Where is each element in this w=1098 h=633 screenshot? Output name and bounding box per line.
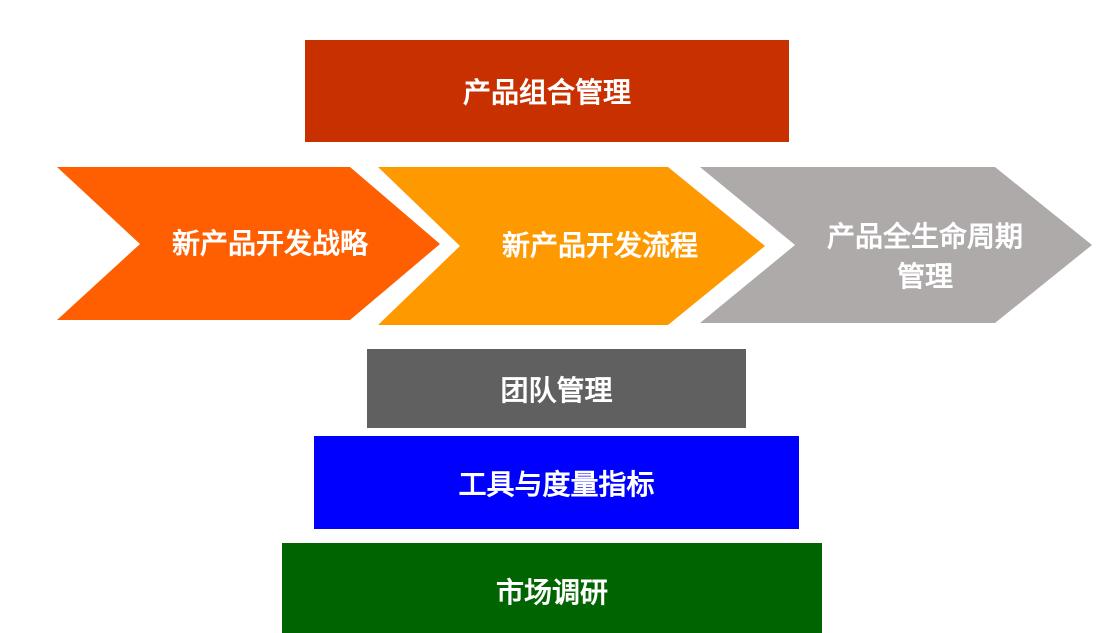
market-research-box: 市场调研	[282, 543, 822, 633]
chevron-strategy	[57, 167, 440, 320]
team-management-box: 团队管理	[367, 349, 746, 428]
chevron-lifecycle	[700, 167, 1092, 323]
chevron-strategy-label-wrap: 新产品开发战略	[140, 220, 400, 268]
portfolio-management-box: 产品组合管理	[305, 40, 789, 142]
chevron-strategy-label: 新产品开发战略	[171, 227, 368, 260]
tools-metrics-box: 工具与度量指标	[314, 436, 799, 529]
chevron-lifecycle-label-wrap: 产品全生命周期 管理	[795, 215, 1055, 299]
chevron-process	[378, 167, 765, 325]
market-research-label: 市场调研	[495, 576, 608, 609]
chevron-process-label: 新产品开发流程	[501, 229, 698, 262]
chevron-process-label-wrap: 新产品开发流程	[470, 222, 730, 270]
chevron-lifecycle-label-line2: 管理	[896, 260, 953, 293]
process-chevrons	[57, 167, 1092, 325]
team-management-label: 团队管理	[500, 373, 613, 407]
portfolio-management-label: 产品组合管理	[462, 76, 631, 109]
chevron-lifecycle-label-line1: 产品全生命周期	[826, 220, 1023, 253]
tools-metrics-label: 工具与度量指标	[458, 467, 655, 501]
